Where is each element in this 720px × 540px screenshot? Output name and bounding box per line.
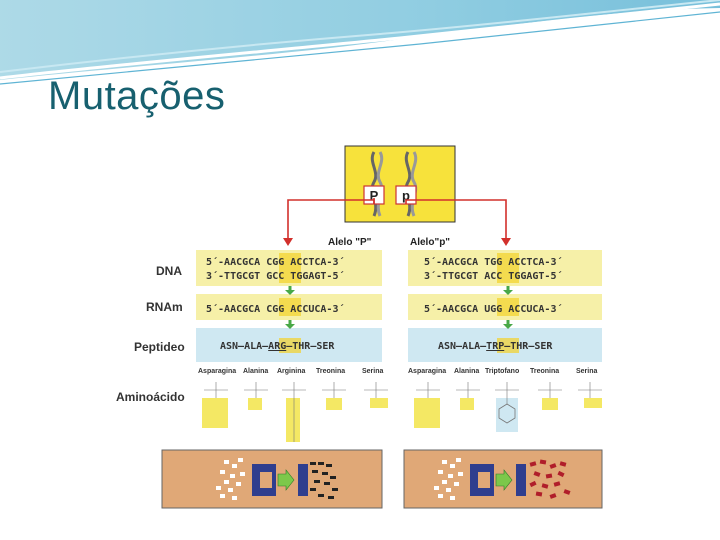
svg-text:5´-AACGCA TGG ACCTCA-3´: 5´-AACGCA TGG ACCTCA-3´ [424, 256, 563, 268]
svg-text:5´-AACGCA CGG ACCTCA-3´: 5´-AACGCA CGG ACCTCA-3´ [206, 256, 345, 268]
left-rna-pre: 5´-AACGCA [206, 303, 266, 315]
title-swoosh-decoration [0, 0, 720, 85]
left-dna-bottom-post: TGGAGT-5´ [284, 270, 344, 282]
protein-panel-left [161, 449, 383, 509]
svg-text:ASN–ALA–TRP–THR–SER: ASN–ALA–TRP–THR–SER [438, 341, 553, 352]
row-label-dna: DNA [156, 264, 182, 278]
chromosome-dominant [370, 151, 384, 217]
slide-title: Mutações [48, 74, 226, 118]
right-aminoacid-structures [414, 398, 602, 428]
allele-label-right: Alelo"p" [410, 237, 450, 248]
right-aminoacid-1: Asparagina [408, 368, 446, 375]
left-column: 5´-AACGCA CGG ACCTCA-3´ 3´-TTGCGT GCC TG… [196, 250, 388, 442]
allele-label-left: Alelo "P" [328, 237, 372, 248]
allele-arrows [287, 198, 507, 240]
chromosome-label-p: p [402, 188, 410, 203]
right-dna-bottom-codon: ACC [484, 271, 502, 282]
row-label-rna: RNAm [146, 300, 183, 314]
right-aminoacid-2: Alanina [454, 368, 479, 375]
left-dna-bottom-pre: 3´-TTGCGT [206, 270, 266, 282]
right-aminoacid-4: Treonina [530, 368, 559, 375]
left-aminoacid-3: Arginina [277, 368, 305, 375]
left-peptide-post: –THR–SER [286, 341, 335, 352]
protein-panel-right [403, 449, 603, 509]
chromosome-panel: P p [344, 145, 456, 223]
right-peptide-codon: TRP [486, 341, 504, 352]
row-label-aminoacid: Aminoácido [116, 390, 185, 404]
right-rna-pre: 5´-AACGCA [424, 303, 484, 315]
right-aminoacid-3: Triptofano [485, 368, 519, 375]
right-peptide-post: –THR–SER [504, 341, 553, 352]
left-aminoacid-2: Alanina [243, 368, 268, 375]
left-rna-post: ACCUCA-3´ [284, 303, 344, 315]
right-peptide-pre: ASN–ALA– [438, 341, 487, 352]
left-dna-bottom-codon: GCC [266, 271, 284, 282]
left-peptide-codon: ARG [268, 341, 286, 352]
left-dna-top-post: ACCTCA-3´ [284, 256, 344, 268]
right-rna-codon: UGG [484, 304, 502, 315]
right-dna-top-codon: TGG [484, 257, 502, 268]
svg-text:3´-TTGCGT ACC TGGAGT-5´: 3´-TTGCGT ACC TGGAGT-5´ [424, 270, 563, 282]
left-aminoacid-structures [202, 398, 388, 442]
mutation-figure: P p Alelo "P" Alelo"p" DNA RNAm Peptideo… [112, 142, 610, 514]
right-dna-top-pre: 5´-AACGCA [424, 256, 484, 268]
right-aminoacid-5: Serina [576, 368, 598, 375]
left-dna-top-codon: CGG [266, 257, 284, 268]
left-aminoacid-1: Asparagina [198, 368, 236, 375]
svg-text:5´-AACGCA CGG ACCUCA-3´: 5´-AACGCA CGG ACCUCA-3´ [206, 303, 345, 315]
left-peptide-pre: ASN–ALA– [220, 341, 269, 352]
left-aminoacid-4: Treonina [316, 368, 345, 375]
right-dna-top-post: ACCTCA-3´ [502, 256, 562, 268]
svg-text:ASN–ALA–ARG–THR–SER: ASN–ALA–ARG–THR–SER [220, 341, 335, 352]
svg-text:5´-AACGCA UGG ACCUCA-3´: 5´-AACGCA UGG ACCUCA-3´ [424, 303, 563, 315]
chromosome-recessive [404, 151, 418, 217]
chromosome-label-P: P [370, 188, 379, 203]
left-rna-codon: CGG [266, 304, 284, 315]
right-rna-post: ACCUCA-3´ [502, 303, 562, 315]
left-structure-lines [204, 382, 388, 442]
right-column: 5´-AACGCA TGG ACCTCA-3´ 3´-TTGCGT ACC TG… [408, 250, 602, 432]
right-dna-bottom-post: TGGAGT-5´ [502, 270, 562, 282]
svg-text:3´-TTGCGT GCC TGGAGT-5´: 3´-TTGCGT GCC TGGAGT-5´ [206, 270, 345, 282]
row-label-peptide: Peptideo [134, 340, 185, 354]
left-dna-top-pre: 5´-AACGCA [206, 256, 266, 268]
right-structure-lines [416, 382, 602, 404]
left-aminoacid-5: Serina [362, 368, 384, 375]
right-dna-bottom-pre: 3´-TTGCGT [424, 270, 484, 282]
